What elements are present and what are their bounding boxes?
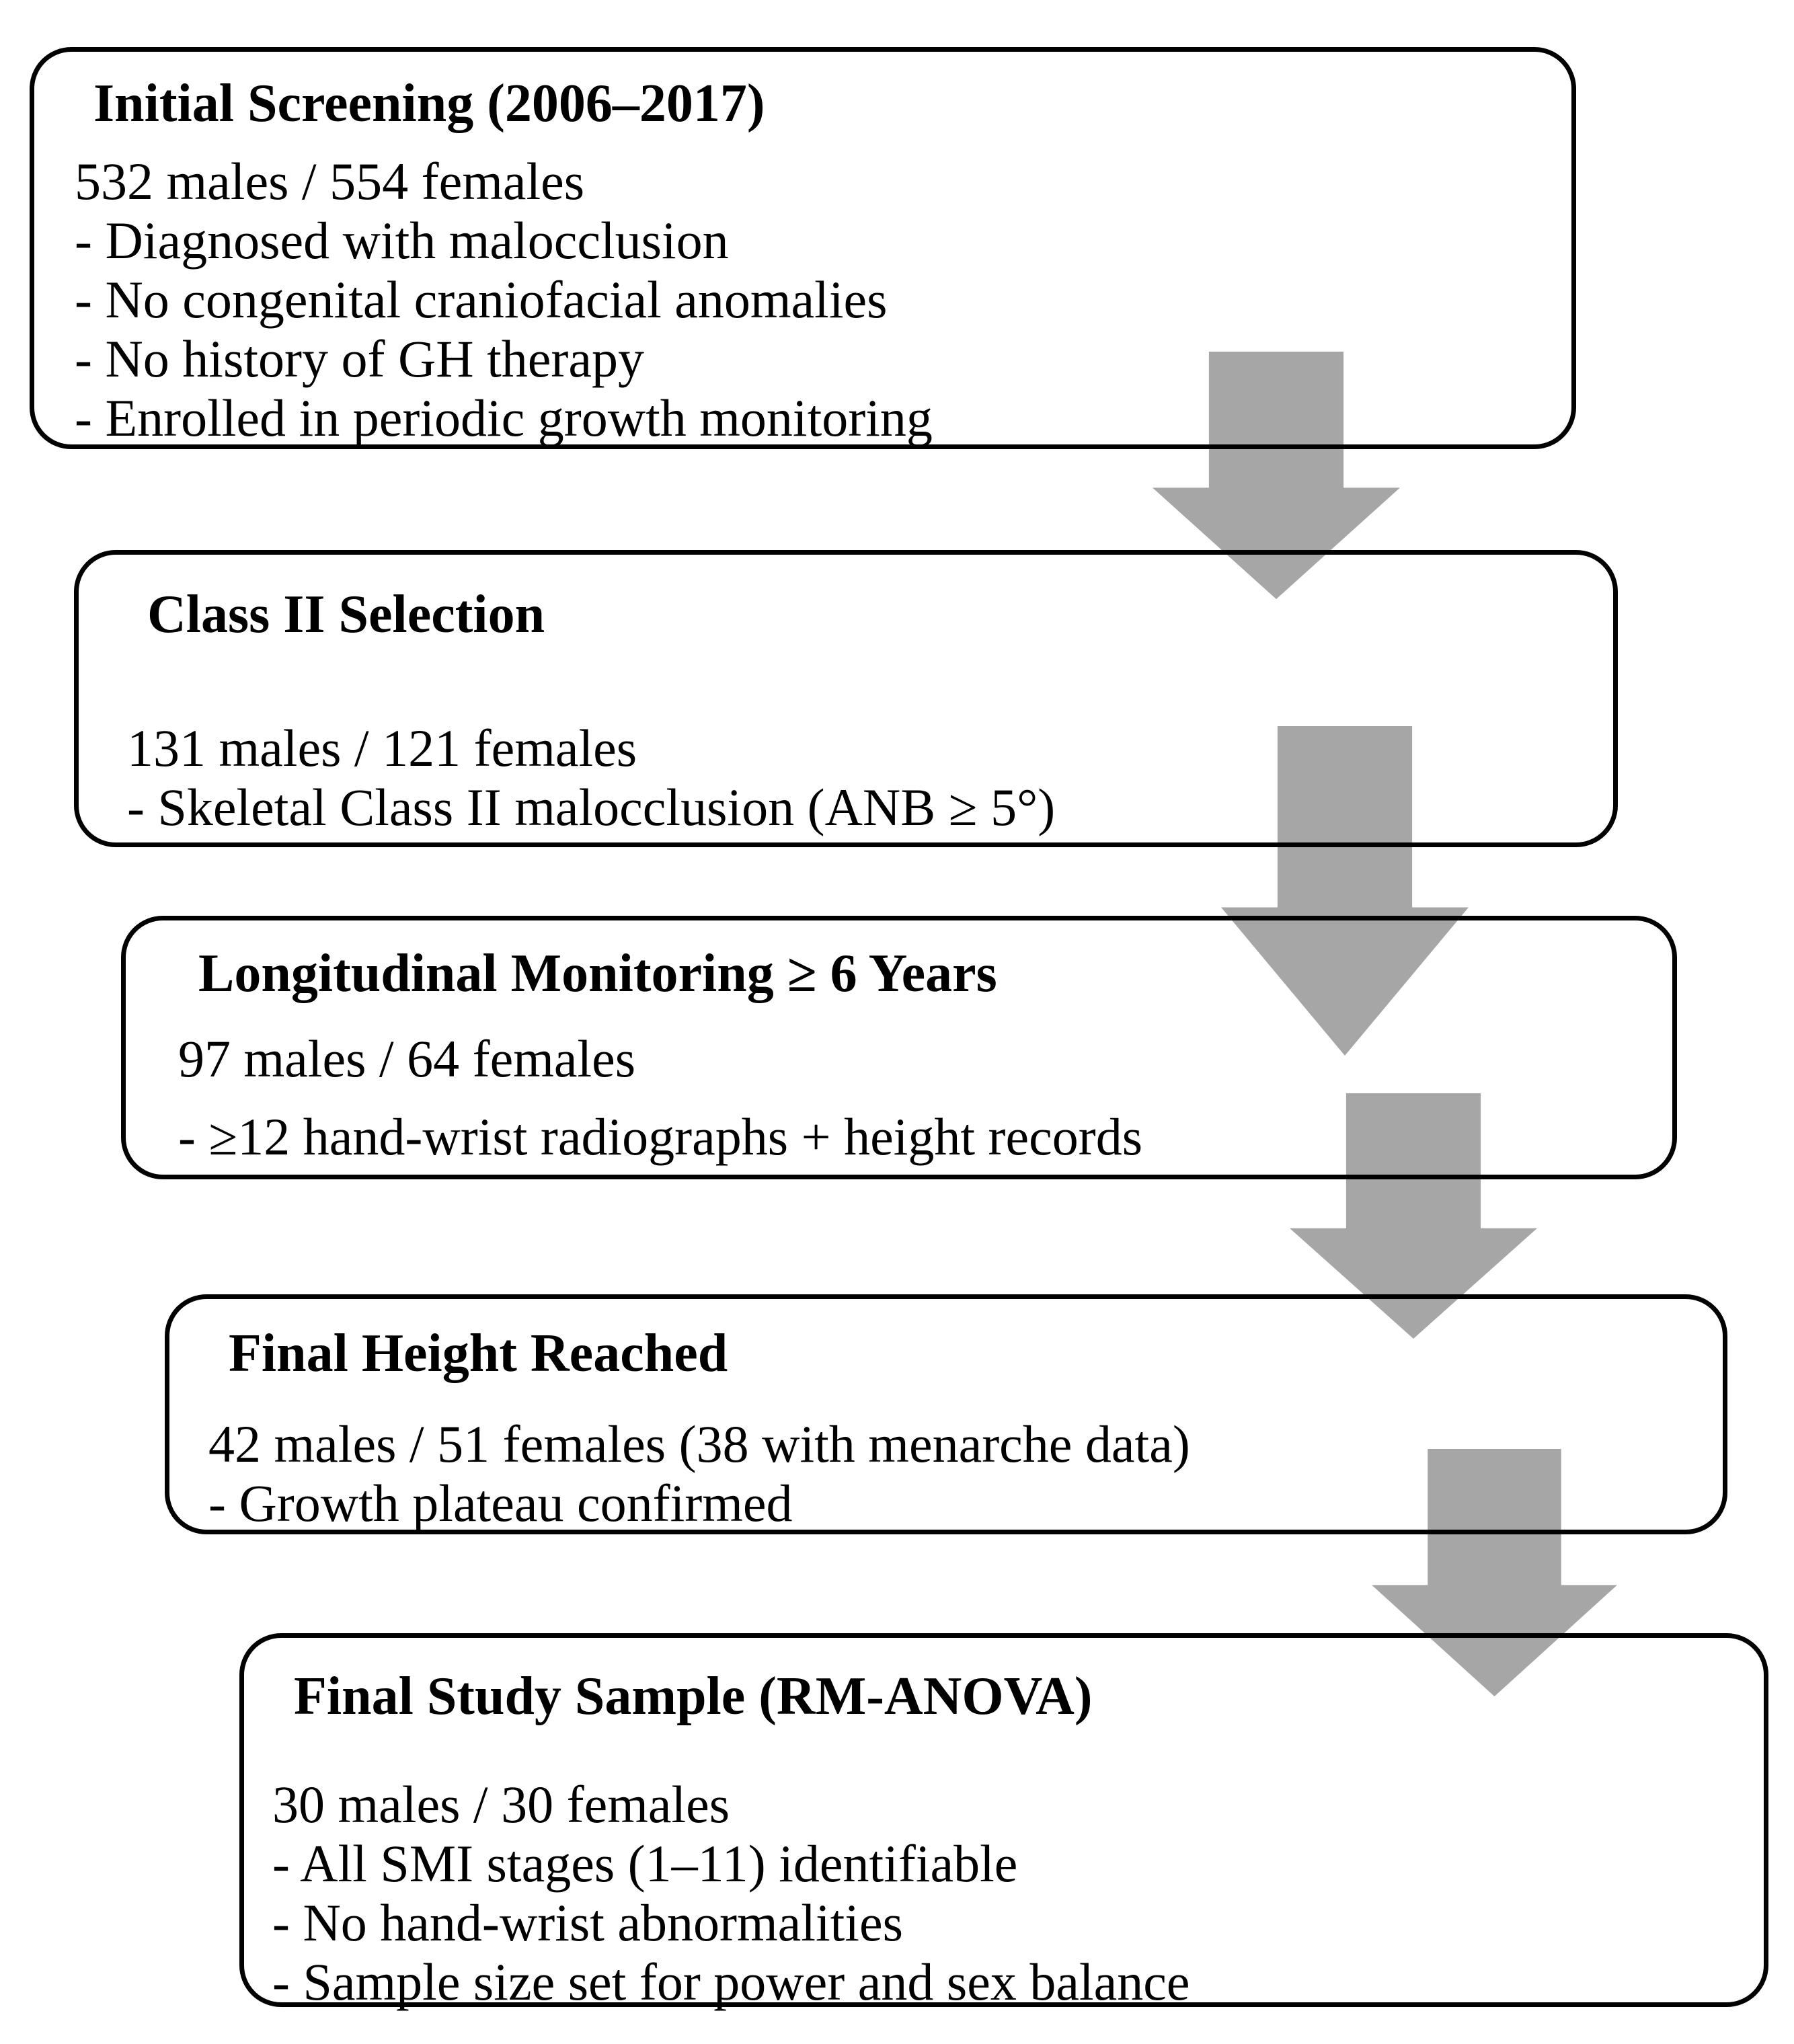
flow-box-final-height-reached: Final Height Reached 42 males / 51 femal… — [165, 1294, 1727, 1534]
box-line: 97 males / 64 females — [178, 1029, 636, 1088]
box-title: Initial Screening (2006–2017) — [93, 74, 765, 133]
box-line: - Skeletal Class II malocclusion (ANB ≥ … — [127, 778, 1056, 836]
box-line: - Enrolled in periodic growth monitoring — [75, 389, 933, 447]
box-line: - Diagnosed with malocclusion — [75, 211, 729, 270]
box-line: 42 males / 51 females (38 with menarche … — [208, 1415, 1190, 1473]
box-line: - All SMI stages (1–11) identifiable — [272, 1834, 1018, 1893]
box-line: 131 males / 121 females — [127, 719, 637, 777]
box-line: - ≥12 hand-wrist radiographs + height re… — [178, 1107, 1143, 1166]
box-line: 30 males / 30 females — [272, 1775, 730, 1834]
box-line: - Sample size set for power and sex bala… — [272, 1953, 1190, 2011]
box-line: - No congenital craniofacial anomalies — [75, 270, 888, 329]
flow-box-initial-screening: Initial Screening (2006–2017) 532 males … — [30, 47, 1576, 449]
box-line: - No hand-wrist abnormalities — [272, 1893, 903, 1952]
flow-box-longitudinal-monitoring: Longitudinal Monitoring ≥ 6 Years 97 mal… — [121, 916, 1677, 1179]
flow-box-class-ii-selection: Class II Selection 131 males / 121 femal… — [74, 550, 1618, 847]
flow-box-final-study-sample: Final Study Sample (RM-ANOVA) 30 males /… — [239, 1633, 1768, 2011]
box-line: - No history of GH therapy — [75, 329, 644, 388]
box-title: Final Study Sample (RM-ANOVA) — [294, 1667, 1093, 1726]
box-title: Longitudinal Monitoring ≥ 6 Years — [198, 944, 997, 1003]
box-title: Class II Selection — [147, 585, 545, 644]
box-line: - Growth plateau confirmed — [208, 1474, 793, 1532]
box-line: 532 males / 554 females — [75, 152, 585, 210]
box-title: Final Height Reached — [229, 1324, 728, 1383]
